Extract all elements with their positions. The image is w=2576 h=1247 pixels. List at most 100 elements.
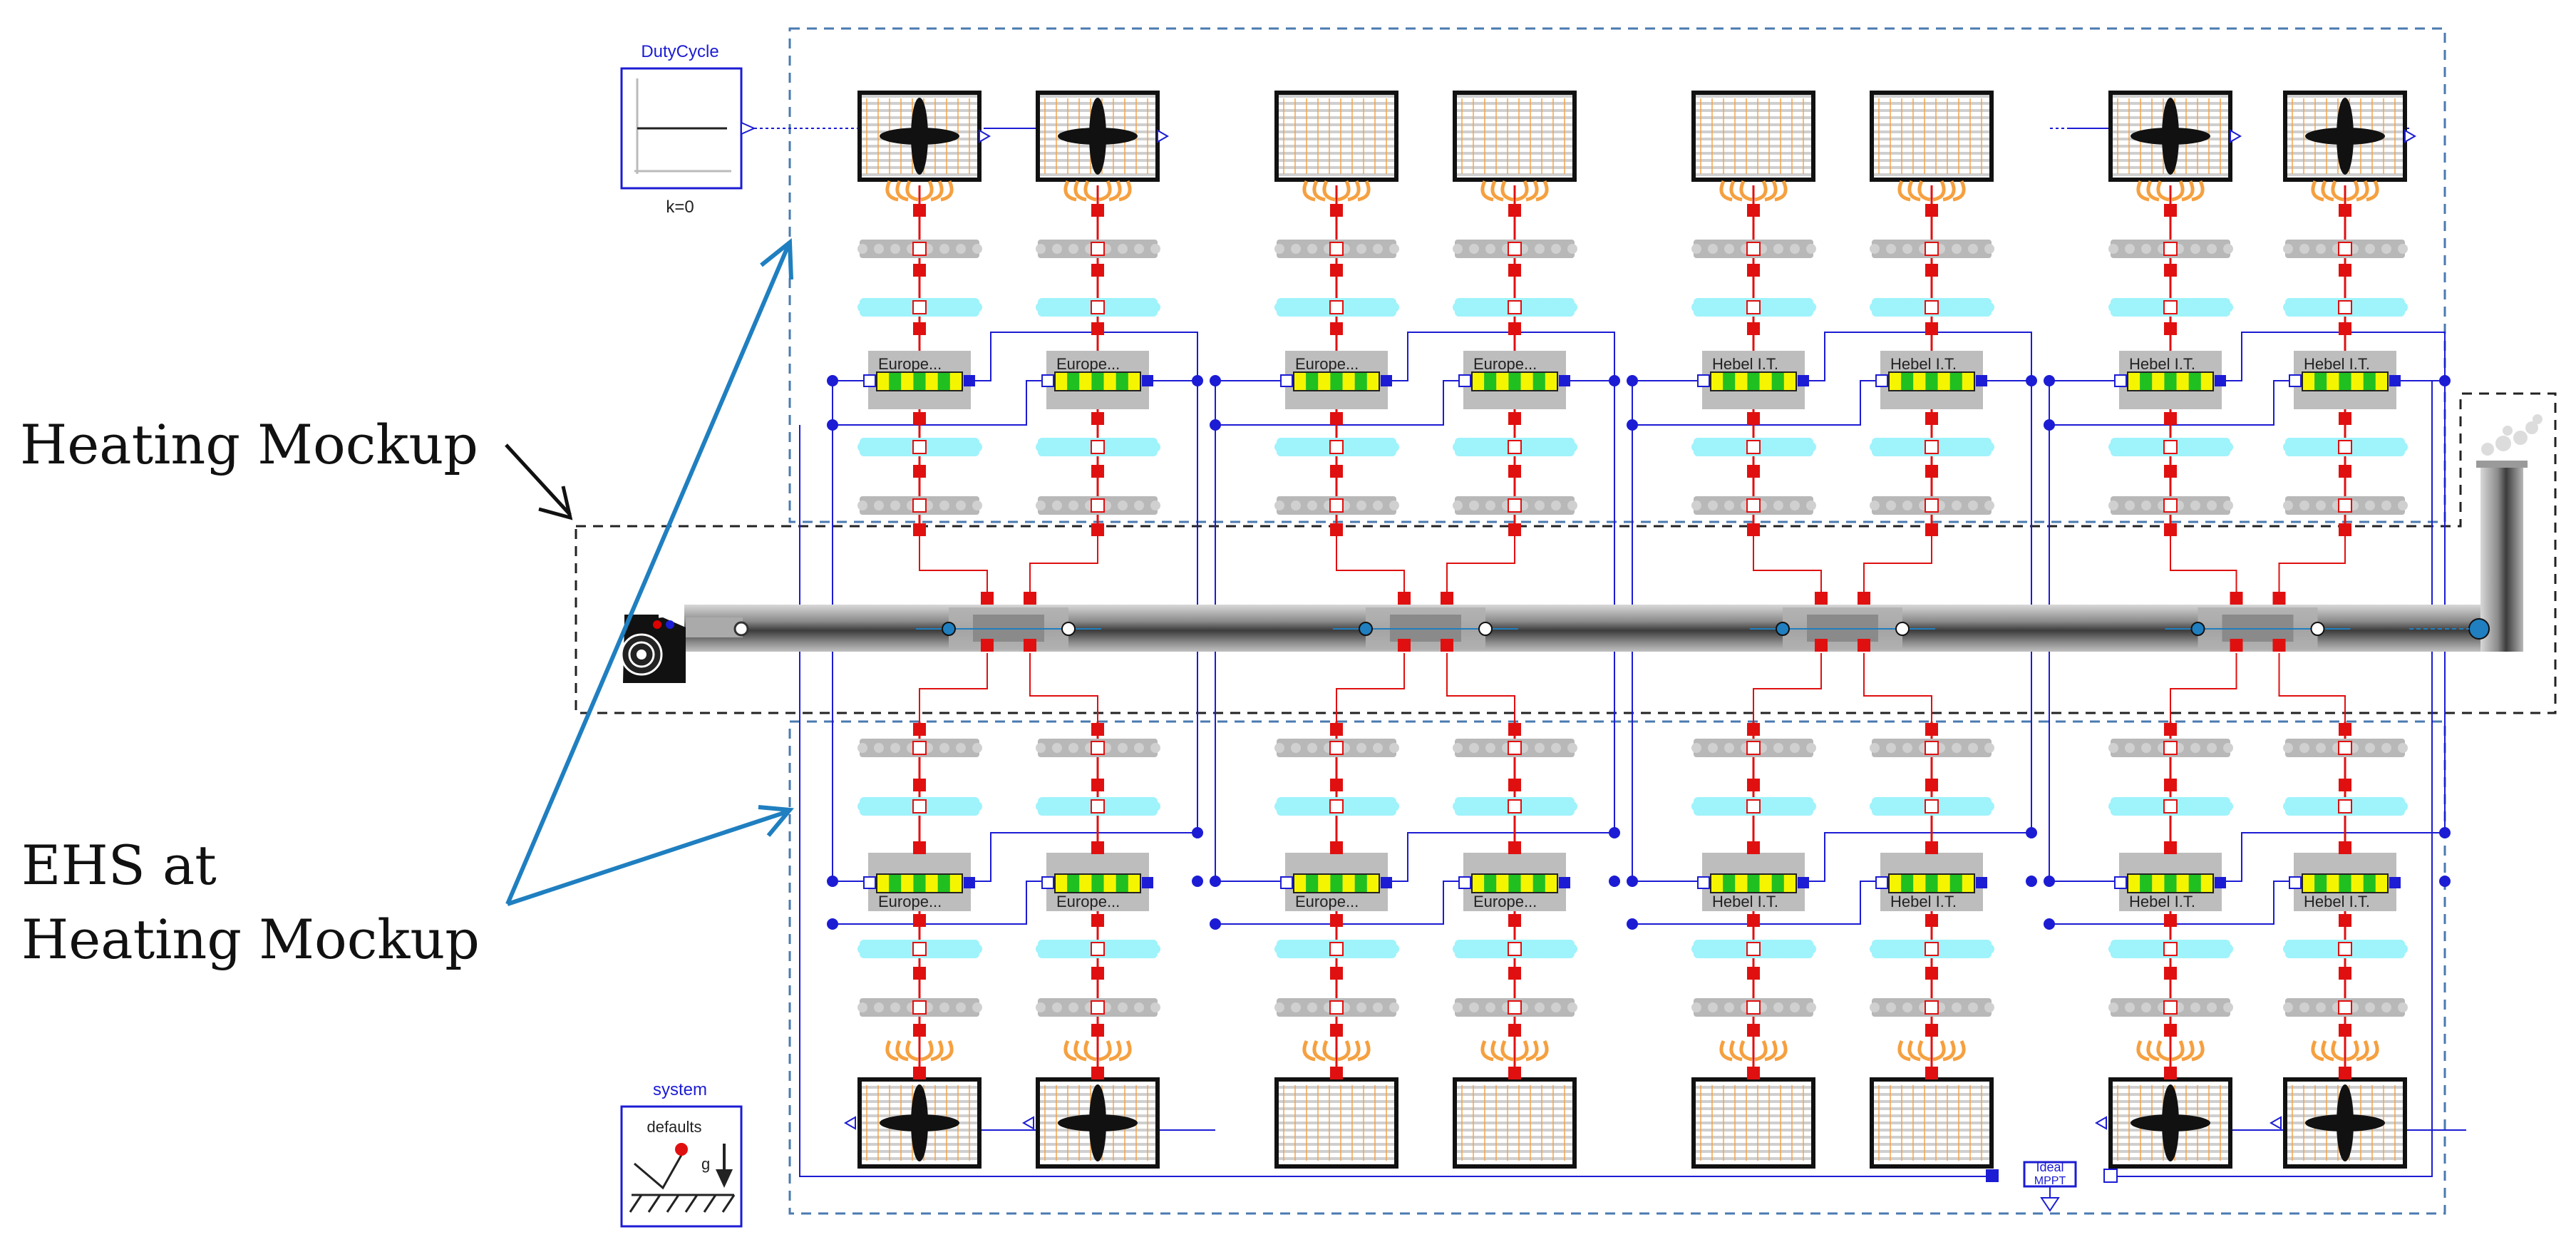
- heat-port: [1508, 204, 1521, 217]
- bottom-layer-gray2: [1691, 998, 1816, 1017]
- heat-port: [2339, 322, 2351, 335]
- top-layer-gray2: [857, 496, 982, 515]
- heat-port: [913, 465, 926, 478]
- signal-wire: [1215, 380, 1459, 426]
- duty-cycle-output-port[interactable]: [741, 121, 756, 135]
- bottom-layer-gray1: [1691, 739, 1816, 757]
- top-heater: Hebel I.T.: [2114, 351, 2226, 409]
- top-layer-gray1: [857, 240, 982, 258]
- heating-mockup-annotation: Heating Mockup: [20, 413, 478, 476]
- bottom-heater: Hebel I.T.: [2114, 853, 2226, 911]
- heat-port: [1925, 914, 1938, 927]
- heat-port: [1508, 523, 1521, 536]
- heat-port: [2339, 204, 2351, 217]
- column-1: Europe...Europe...: [843, 91, 991, 1169]
- heater-label: Hebel I.T.: [2304, 893, 2370, 910]
- top-layer-gray1: [1274, 240, 1399, 258]
- top-heater: Europe...: [863, 351, 975, 409]
- signal-wire: [975, 332, 1198, 381]
- top-layer-gray2: [1274, 496, 1399, 515]
- heat-port: [1091, 1024, 1104, 1037]
- system-block[interactable]: system defaults g: [620, 1080, 743, 1228]
- ideal-mppt-port-down[interactable]: [2040, 1197, 2060, 1212]
- heat-port: [1925, 1024, 1938, 1037]
- signal-wire: [1632, 380, 1876, 426]
- top-layer-gray1: [1036, 240, 1160, 258]
- bottom-layer-cyan1: [1870, 797, 1994, 816]
- heat-port: [2164, 204, 2177, 217]
- heat-port: [1925, 322, 1938, 335]
- bottom-tank: [1453, 1077, 1577, 1169]
- heat-wire: [919, 535, 988, 603]
- top-layer-cyan2: [2283, 438, 2408, 456]
- bottom-layer-cyan1: [2108, 797, 2233, 816]
- annotations-layer: Heating Mockup EHS at Heating Mockup: [20, 237, 794, 971]
- heat-port: [1747, 1024, 1760, 1037]
- column-8: Hebel I.T.Hebel I.T.: [2269, 91, 2417, 1169]
- wires-layer: [799, 128, 2466, 1177]
- heat-port: [1815, 592, 1828, 605]
- ideal-mppt-block[interactable]: Ideal MPPT: [1986, 1160, 2118, 1212]
- heat-port: [1508, 264, 1521, 277]
- heat-port: [1747, 841, 1760, 854]
- heater-label: Hebel I.T.: [2129, 355, 2195, 373]
- top-coil: [2136, 180, 2205, 202]
- bottom-layer-gray1: [1453, 739, 1577, 757]
- heat-port: [1091, 465, 1104, 478]
- heat-port: [1330, 723, 1343, 736]
- column-3: Europe...Europe...: [1274, 91, 1399, 1169]
- heat-port: [2230, 639, 2243, 652]
- top-tank: [1036, 91, 1170, 182]
- signal-wire: [2049, 380, 2289, 426]
- heat-port: [1747, 1067, 1760, 1079]
- heat-port: [2272, 592, 2286, 605]
- signal-wire: [1392, 380, 1615, 882]
- heat-port: [1441, 592, 1453, 605]
- bottom-heater: Europe...: [1458, 853, 1570, 911]
- bottom-layer-gray1: [857, 739, 982, 757]
- bottom-coil: [2311, 1040, 2379, 1062]
- ideal-mppt-port-right[interactable]: [2103, 1169, 2118, 1183]
- top-layer-cyan1: [857, 298, 982, 317]
- bottom-heater: Hebel I.T.: [1875, 853, 1987, 911]
- ideal-mppt-port-left[interactable]: [1986, 1169, 1999, 1182]
- top-coil: [1719, 180, 1788, 202]
- duty-cycle-block[interactable]: DutyCycle k=0: [620, 42, 858, 217]
- heat-port: [1091, 1067, 1104, 1079]
- heat-port: [2164, 1024, 2177, 1037]
- signal-wire: [2226, 380, 2446, 882]
- heat-port: [2230, 592, 2243, 605]
- top-layer-gray1: [2108, 240, 2233, 258]
- top-layer-gray2: [2108, 496, 2233, 515]
- heat-port: [1925, 264, 1938, 277]
- heat-port: [2339, 914, 2351, 927]
- heater-label: Europe...: [1473, 893, 1537, 910]
- heat-wire: [1863, 535, 1932, 603]
- heat-port: [1508, 841, 1521, 854]
- bottom-layer-gray1: [1274, 739, 1399, 757]
- bottom-layer-cyan2: [857, 940, 982, 958]
- heat-port: [2339, 412, 2351, 425]
- top-tank: [1691, 91, 1815, 182]
- top-coil: [1480, 180, 1549, 202]
- system-surface: [634, 1154, 683, 1190]
- bottom-layer-gray1: [1870, 739, 1994, 757]
- top-coil: [2311, 180, 2379, 202]
- fan-port: [1157, 129, 1170, 143]
- heat-wire: [2170, 653, 2237, 722]
- heat-port: [913, 322, 926, 335]
- bottom-ehs-boundary: [788, 720, 2446, 1215]
- fluid-port: [1895, 622, 1910, 636]
- heat-port: [1747, 914, 1760, 927]
- duct-ports-layer: [916, 592, 2490, 652]
- heat-port: [1925, 204, 1938, 217]
- top-layer-cyan1: [2283, 298, 2408, 317]
- bottom-layer-gray2: [857, 998, 982, 1017]
- heat-wire: [2170, 535, 2237, 603]
- smoke-icon: [2481, 414, 2542, 456]
- top-heater: Europe...: [1041, 351, 1153, 409]
- bottom-layer-gray1: [1036, 739, 1160, 757]
- top-layer-cyan2: [2108, 438, 2233, 456]
- heat-port: [913, 412, 926, 425]
